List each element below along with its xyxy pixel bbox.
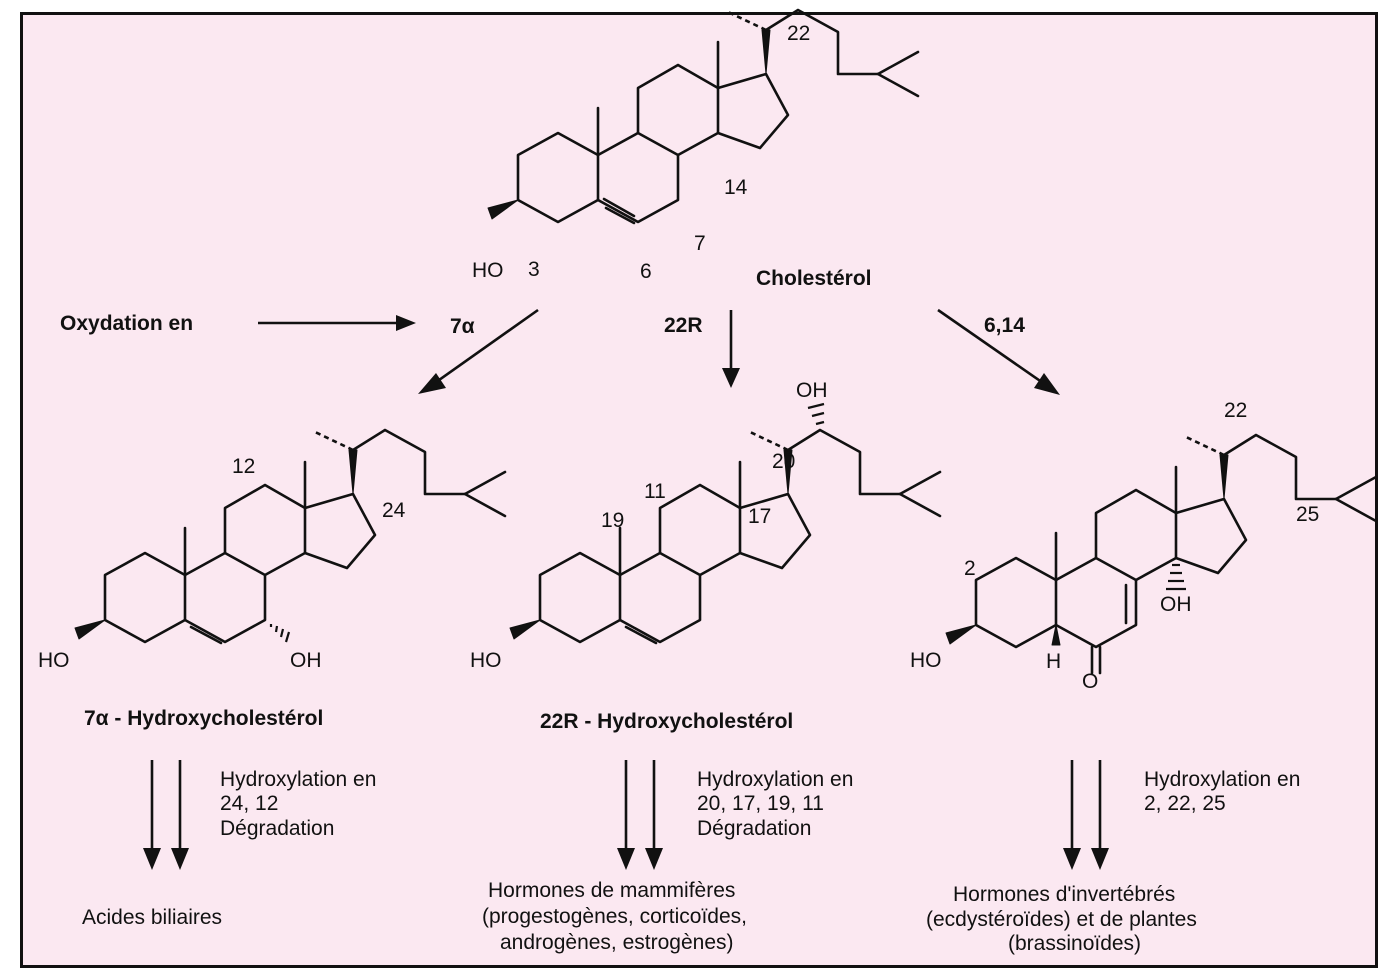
hydroxy7a-c12-label: 12 xyxy=(232,455,255,478)
arrow-to-22r xyxy=(722,310,740,388)
ecdy-c25-label: 25 xyxy=(1296,503,1319,526)
hydroxy22r-name: 22R - Hydroxycholestérol xyxy=(540,710,793,733)
hydroxy22r-product-line1: Hormones de mammifères xyxy=(488,879,735,902)
oxidation-pointer-arrow xyxy=(258,315,416,331)
hydroxy7a-name: 7α - Hydroxycholestérol xyxy=(84,707,323,730)
arrow-to-614 xyxy=(937,308,1060,395)
hydroxy22r-c17-label: 17 xyxy=(748,505,771,528)
ecdy-product-line2: (ecdystéroïdes) et de plantes xyxy=(926,908,1197,931)
cholesterol-name: Cholestérol xyxy=(756,267,872,290)
oxidation-label: Oxydation en xyxy=(60,312,193,335)
hydroxy7a-step-line1: Hydroxylation en xyxy=(220,768,376,791)
ecdy-h-label: H xyxy=(1046,650,1061,673)
ecdy-c22-label: 22 xyxy=(1224,399,1247,422)
path-614-label: 6,14 xyxy=(984,314,1025,337)
path-7a-label: 7α xyxy=(450,315,475,338)
hydroxy7a-step-line3: Dégradation xyxy=(220,817,334,840)
hydroxy22r-oh-label: OH xyxy=(796,379,828,402)
hydroxy22r-c11-label: 11 xyxy=(644,480,666,503)
hydroxy7a-double-arrow xyxy=(143,760,189,870)
hydroxy22r-c20-label: 20 xyxy=(772,450,795,473)
ecdy-oh-label: OH xyxy=(1160,593,1192,616)
hydroxy22r-step-line2: 20, 17, 19, 11 xyxy=(697,792,824,815)
hydroxy7a-oh-label: OH xyxy=(290,649,322,672)
hydroxy7a-step-line2: 24, 12 xyxy=(220,792,278,815)
ecdy-product-line3: (brassinoïdes) xyxy=(1008,932,1141,955)
hydroxy22r-step-line1: Hydroxylation en xyxy=(697,768,853,791)
hydroxy22r-c19-label: 19 xyxy=(601,509,624,532)
cholesterol-c14-label: 14 xyxy=(724,176,748,199)
hydroxy7a-ho-label: HO xyxy=(38,649,70,672)
ecdy-step-line1: Hydroxylation en xyxy=(1144,768,1300,791)
path-22r-label: 22R xyxy=(664,314,703,337)
hydroxy22r-structure xyxy=(509,402,942,645)
cholesterol-c7-label: 7 xyxy=(694,232,706,255)
hydroxy7a-c24-label: 24 xyxy=(382,499,406,522)
hydroxy22r-double-arrow xyxy=(617,760,663,870)
hydroxy22r-step-line3: Dégradation xyxy=(697,817,811,840)
hydroxy7a-structure xyxy=(74,428,507,645)
ecdy-ho-label: HO xyxy=(910,649,942,672)
hydroxy7a-product: Acides biliaires xyxy=(82,906,222,929)
ecdy-product-line1: Hormones d'invertébrés xyxy=(953,883,1175,906)
hydroxy22r-product-line2: (progestogènes, corticoïdes, xyxy=(482,905,747,928)
cholesterol-c3-label: 3 xyxy=(528,258,540,281)
hydroxy22r-product-line3: androgènes, estrogènes) xyxy=(500,931,734,954)
cholesterol-c22-label: 22 xyxy=(787,22,810,45)
ecdy-double-arrow xyxy=(1063,760,1109,870)
cholesterol-c6-label: 6 xyxy=(640,260,652,283)
ecdy-o-label: O xyxy=(1082,670,1098,693)
ecdy-step-line2: 2, 22, 25 xyxy=(1144,792,1226,815)
cholesterol-structure xyxy=(487,8,920,225)
ecdysone-precursor-structure xyxy=(945,433,1378,675)
arrow-to-7a xyxy=(418,308,539,394)
hydroxy22r-ho-label: HO xyxy=(470,649,502,672)
ecdy-c2-label: 2 xyxy=(964,557,976,580)
diagram-frame xyxy=(20,12,1378,968)
cholesterol-ho-label: HO xyxy=(472,259,504,282)
